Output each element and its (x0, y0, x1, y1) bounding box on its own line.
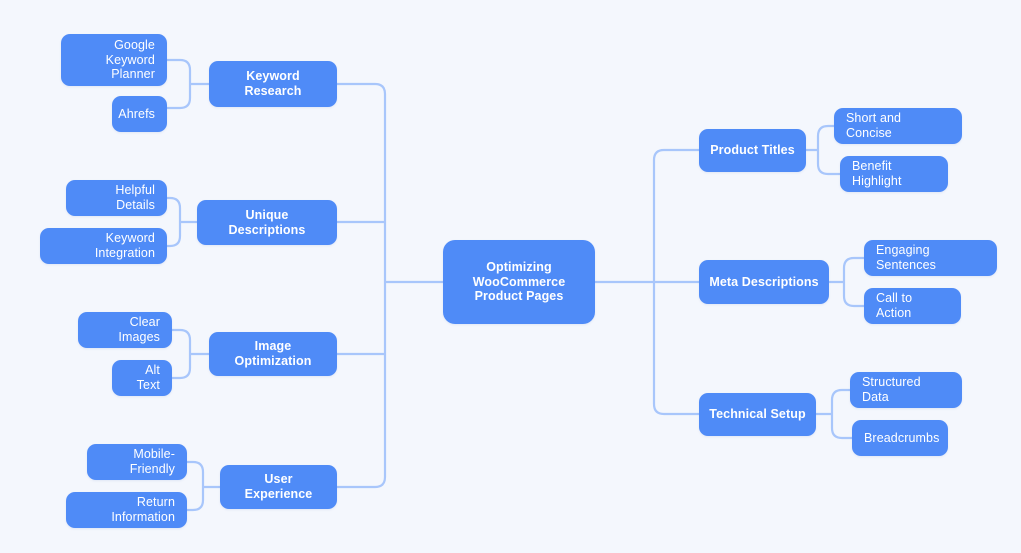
leaf-node-alt-text[interactable]: Alt Text (112, 360, 172, 396)
branch-node-product-titles[interactable]: Product Titles (699, 129, 806, 172)
connector-unique-descriptions-bracket (165, 196, 199, 248)
leaf-label-structured-data: Structured Data (862, 375, 921, 404)
branch-label-image-optimization: Image Optimization (234, 339, 312, 368)
connector-left-trunk (335, 82, 387, 489)
connector-meta-descriptions-bracket (827, 256, 866, 308)
leaf-label-keyword-integration: Keyword Integration (94, 231, 155, 260)
leaf-node-structured-data[interactable]: Structured Data (850, 372, 962, 408)
leaf-node-short-and-concise[interactable]: Short and Concise (834, 108, 962, 144)
root-node-label: Optimizing WooCommerce Product Pages (472, 259, 566, 304)
leaf-node-engaging-sentences[interactable]: Engaging Sentences (864, 240, 997, 276)
connector-keyword-research-bracket (165, 58, 211, 110)
leaf-node-call-to-action[interactable]: Call to Action (864, 288, 961, 324)
leaf-label-return-information: Return Information (111, 495, 175, 524)
leaf-label-helpful-details: Helpful Details (115, 183, 155, 212)
leaf-node-mobile-friendly[interactable]: Mobile-Friendly (87, 444, 187, 480)
leaf-label-ahrefs: Ahrefs (118, 106, 155, 121)
connector-product-titles-bracket (804, 124, 842, 176)
leaf-label-breadcrumbs: Breadcrumbs (864, 430, 940, 445)
leaf-label-engaging-sentences: Engaging Sentences (876, 243, 936, 272)
leaf-label-short-and-concise: Short and Concise (846, 111, 902, 140)
branch-node-keyword-research[interactable]: Keyword Research (209, 61, 337, 107)
leaf-label-mobile-friendly: Mobile-Friendly (129, 447, 175, 476)
branch-label-user-experience: User Experience (244, 472, 313, 501)
leaf-label-benefit-highlight: Benefit Highlight (852, 159, 902, 188)
connector-technical-setup-bracket (814, 388, 854, 440)
leaf-label-alt-text: Alt Text (136, 363, 160, 392)
branch-label-technical-setup: Technical Setup (709, 407, 806, 422)
leaf-node-helpful-details[interactable]: Helpful Details (66, 180, 167, 216)
branch-node-technical-setup[interactable]: Technical Setup (699, 393, 816, 436)
leaf-node-ahrefs[interactable]: Ahrefs (112, 96, 167, 132)
branch-label-product-titles: Product Titles (710, 143, 795, 158)
branch-node-user-experience[interactable]: User Experience (220, 465, 337, 509)
branch-label-unique-descriptions: Unique Descriptions (228, 207, 306, 237)
connector-image-optimization-bracket (170, 328, 211, 380)
leaf-node-return-information[interactable]: Return Information (66, 492, 187, 528)
leaf-label-clear-images: Clear Images (118, 315, 160, 344)
root-node[interactable]: Optimizing WooCommerce Product Pages (443, 240, 595, 324)
leaf-node-keyword-integration[interactable]: Keyword Integration (40, 228, 167, 264)
branch-label-keyword-research: Keyword Research (244, 69, 302, 98)
leaf-label-google-keyword-planner: Google Keyword Planner (105, 37, 155, 82)
leaf-node-breadcrumbs[interactable]: Breadcrumbs (852, 420, 948, 456)
leaf-node-benefit-highlight[interactable]: Benefit Highlight (840, 156, 948, 192)
branch-label-meta-descriptions: Meta Descriptions (709, 274, 819, 289)
leaf-node-clear-images[interactable]: Clear Images (78, 312, 172, 348)
leaf-node-google-keyword-planner[interactable]: Google Keyword Planner (61, 34, 167, 86)
connector-user-experience-bracket (185, 460, 222, 512)
branch-node-meta-descriptions[interactable]: Meta Descriptions (699, 260, 829, 304)
leaf-label-call-to-action: Call to Action (876, 291, 913, 320)
branch-node-unique-descriptions[interactable]: Unique Descriptions (197, 200, 337, 245)
branch-node-image-optimization[interactable]: Image Optimization (209, 332, 337, 376)
